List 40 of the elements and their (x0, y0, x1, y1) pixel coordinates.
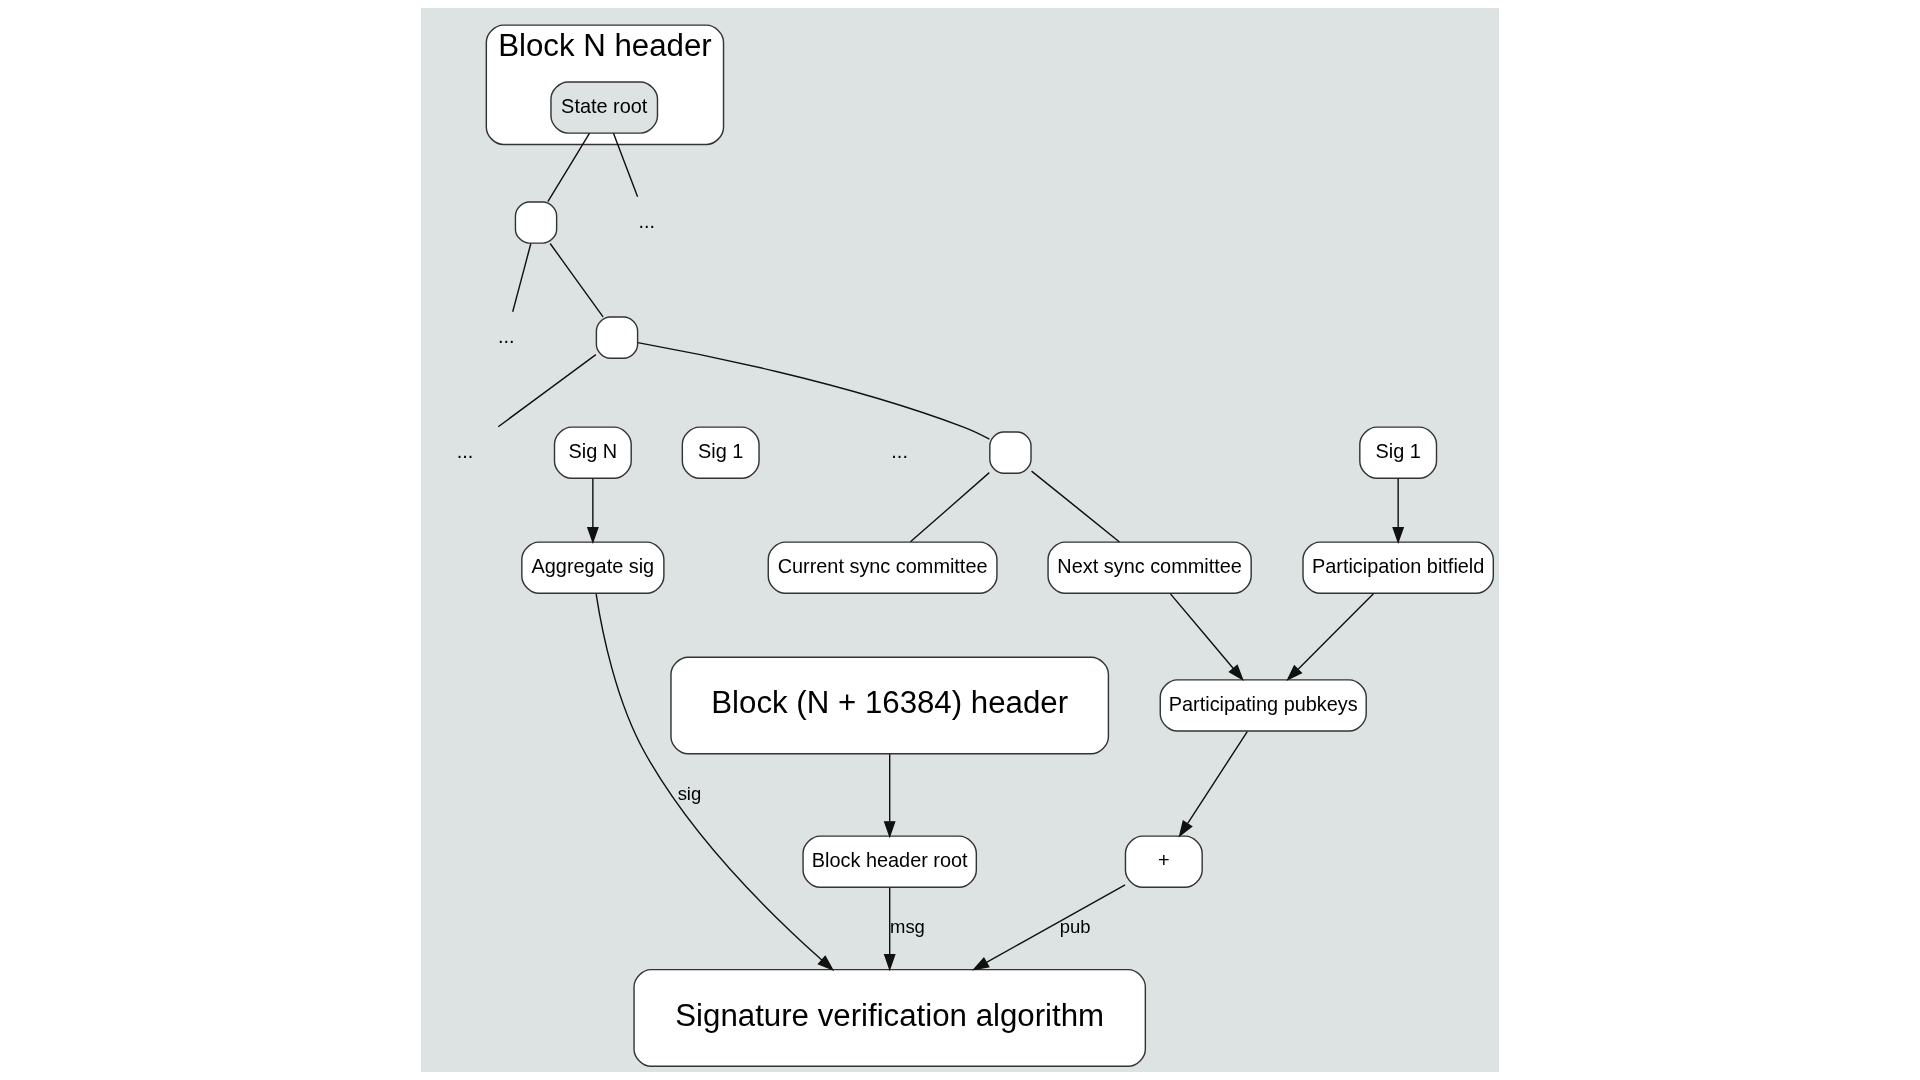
node-box (989, 431, 1032, 474)
connector (549, 242, 604, 318)
node-box: State root (550, 81, 659, 134)
node-box: Participating pubkeys (1159, 679, 1367, 732)
arrow (883, 887, 896, 972)
node-box: Participation bitfield (1302, 541, 1495, 594)
node-box: + (1124, 835, 1203, 888)
arrow (1392, 477, 1405, 545)
connector (1030, 470, 1121, 543)
node-text: ... (497, 324, 515, 347)
connector (909, 471, 990, 543)
edge-label: sig (677, 782, 702, 804)
node-box: Block header root (802, 835, 978, 888)
node-box: Sig 1 (1359, 426, 1438, 479)
node-box (595, 316, 639, 359)
arrow (595, 593, 835, 971)
connector (547, 132, 591, 203)
label: ... (891, 439, 908, 462)
node-box: Sig 1 (681, 426, 760, 479)
connector (612, 132, 639, 198)
arrow (1178, 730, 1248, 838)
node-box: Next sync committee (1047, 541, 1252, 594)
node-box: Current sync committee (767, 541, 998, 594)
arrow (1169, 593, 1244, 682)
connector (497, 353, 597, 428)
connector (637, 341, 991, 440)
node-box: Signature verification algorithm (633, 968, 1147, 1067)
node-box: Sig N (553, 426, 632, 479)
edge-label: msg (890, 916, 925, 938)
arrow (1286, 593, 1375, 681)
node-text: ... (638, 209, 656, 232)
edge-label: pub (1059, 916, 1091, 938)
node-box: Aggregate sig (521, 541, 665, 594)
node-box (514, 201, 558, 244)
arrow (883, 753, 896, 839)
node-box: Block (N + 16384) header (670, 656, 1110, 755)
connector (512, 242, 532, 313)
arrow (972, 884, 1126, 971)
arrow (586, 477, 599, 545)
node-text: ... (456, 439, 474, 462)
